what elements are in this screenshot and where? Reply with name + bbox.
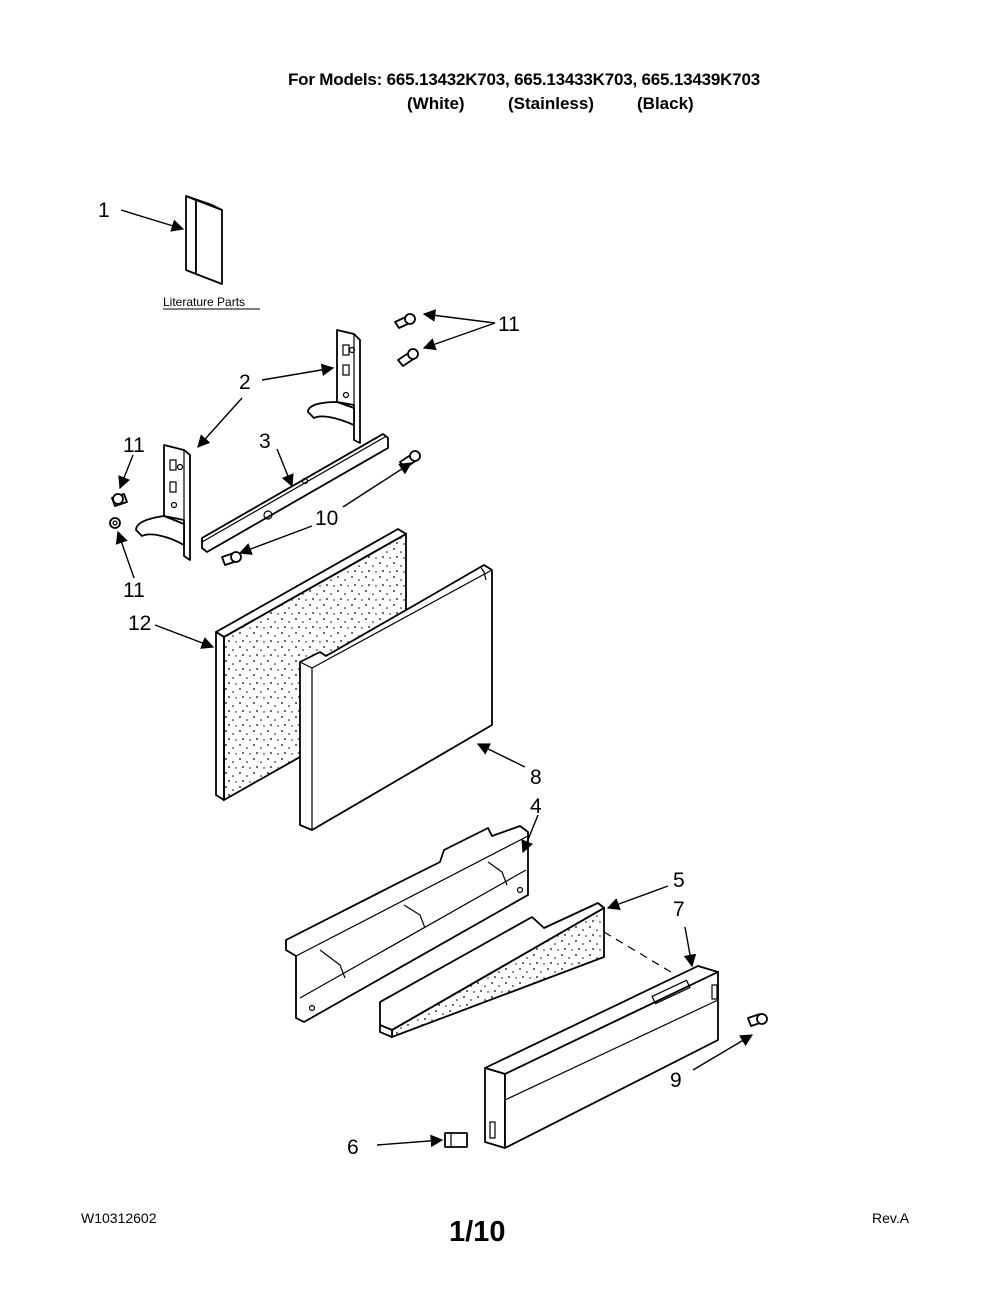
callout-9: 9	[670, 1069, 682, 1092]
leader-8	[476, 743, 526, 768]
callout-11-left-upper: 11	[123, 434, 145, 457]
callout-5: 5	[673, 869, 685, 892]
variant-stainless: (Stainless)	[508, 94, 594, 113]
hinge-support-rail-part	[201, 433, 389, 553]
leader-5	[606, 885, 669, 911]
callout-4: 4	[530, 795, 542, 818]
screw-rail-right	[399, 450, 421, 469]
screw-upper-right-a	[394, 313, 416, 329]
right-hinge-bracket-part	[307, 329, 361, 444]
toe-panel-part	[484, 965, 719, 1149]
callout-12: 12	[128, 612, 151, 635]
variant-black: (Black)	[637, 94, 694, 113]
leader-2a	[261, 363, 335, 381]
left-hinge-bracket-part	[135, 444, 191, 561]
leader-11c	[118, 454, 134, 490]
callout-11-left-lower: 11	[123, 579, 145, 602]
leader-11d	[115, 530, 135, 579]
leader-12	[154, 624, 215, 649]
lower-insulation-part	[379, 902, 605, 1039]
leader-2b	[197, 397, 243, 448]
literature-parts-label: Literature Parts	[163, 295, 245, 309]
screw-left-upper	[111, 493, 128, 507]
variant-white: (White)	[407, 94, 465, 113]
models-line: For Models: 665.13432K703, 665.13433K703…	[288, 70, 760, 89]
document-number: W10312602	[81, 1210, 157, 1226]
clip-part	[444, 1132, 468, 1148]
callout-3: 3	[259, 430, 271, 453]
callout-6: 6	[347, 1136, 359, 1159]
leader-9	[692, 1034, 754, 1071]
leader-3	[276, 448, 294, 488]
leader-11b	[422, 322, 496, 351]
screw-rail-left	[221, 551, 242, 566]
screw-upper-right-b	[397, 348, 419, 367]
callout-8: 8	[530, 766, 542, 789]
alignment-dashed-line	[603, 931, 677, 976]
leader-10b	[238, 525, 313, 555]
callout-2: 2	[239, 371, 251, 394]
leader-10a	[342, 462, 413, 508]
revision-label: Rev.A	[872, 1210, 910, 1226]
callout-1: 1	[98, 199, 110, 222]
lower-frame-part	[285, 825, 529, 1023]
screw-toe-panel	[747, 1013, 768, 1027]
callout-10: 10	[315, 507, 338, 530]
screw-left-lower	[109, 517, 121, 529]
inner-door-panel-part	[299, 564, 493, 831]
literature-booklet-part	[185, 195, 223, 285]
page-number: 1/10	[449, 1216, 506, 1248]
leader-11a	[422, 309, 496, 324]
leader-7	[683, 926, 697, 968]
leader-1	[120, 209, 185, 232]
leader-4	[521, 814, 539, 854]
callout-11-top-right: 11	[498, 313, 520, 336]
callout-7: 7	[673, 898, 685, 921]
leader-6	[376, 1134, 444, 1148]
